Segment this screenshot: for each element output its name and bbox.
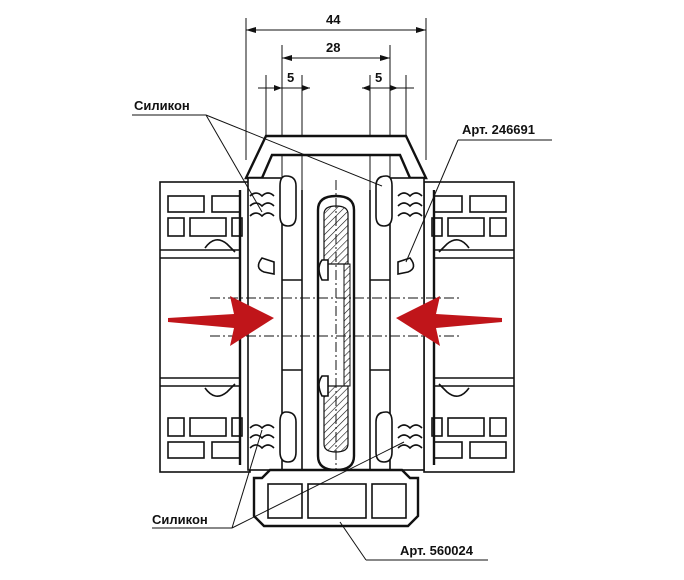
right-force-arrow-icon <box>396 296 502 346</box>
left-force-arrow-icon <box>168 296 274 346</box>
dimension-overall-width: 44 <box>326 12 341 27</box>
silicone-label-bottom: Силикон <box>152 512 208 527</box>
article-label-bottom: Арт. 560024 <box>400 543 474 558</box>
article-label-top: Арт. 246691 <box>462 122 535 137</box>
dimension-right-gap: 5 <box>375 70 382 85</box>
dimension-inner-width: 28 <box>326 40 340 55</box>
leader-lines <box>132 114 552 561</box>
silicone-label-top: Силикон <box>134 98 190 113</box>
left-frame-profile <box>159 181 251 473</box>
center-lines <box>210 180 462 470</box>
dimension-left-gap: 5 <box>287 70 294 85</box>
